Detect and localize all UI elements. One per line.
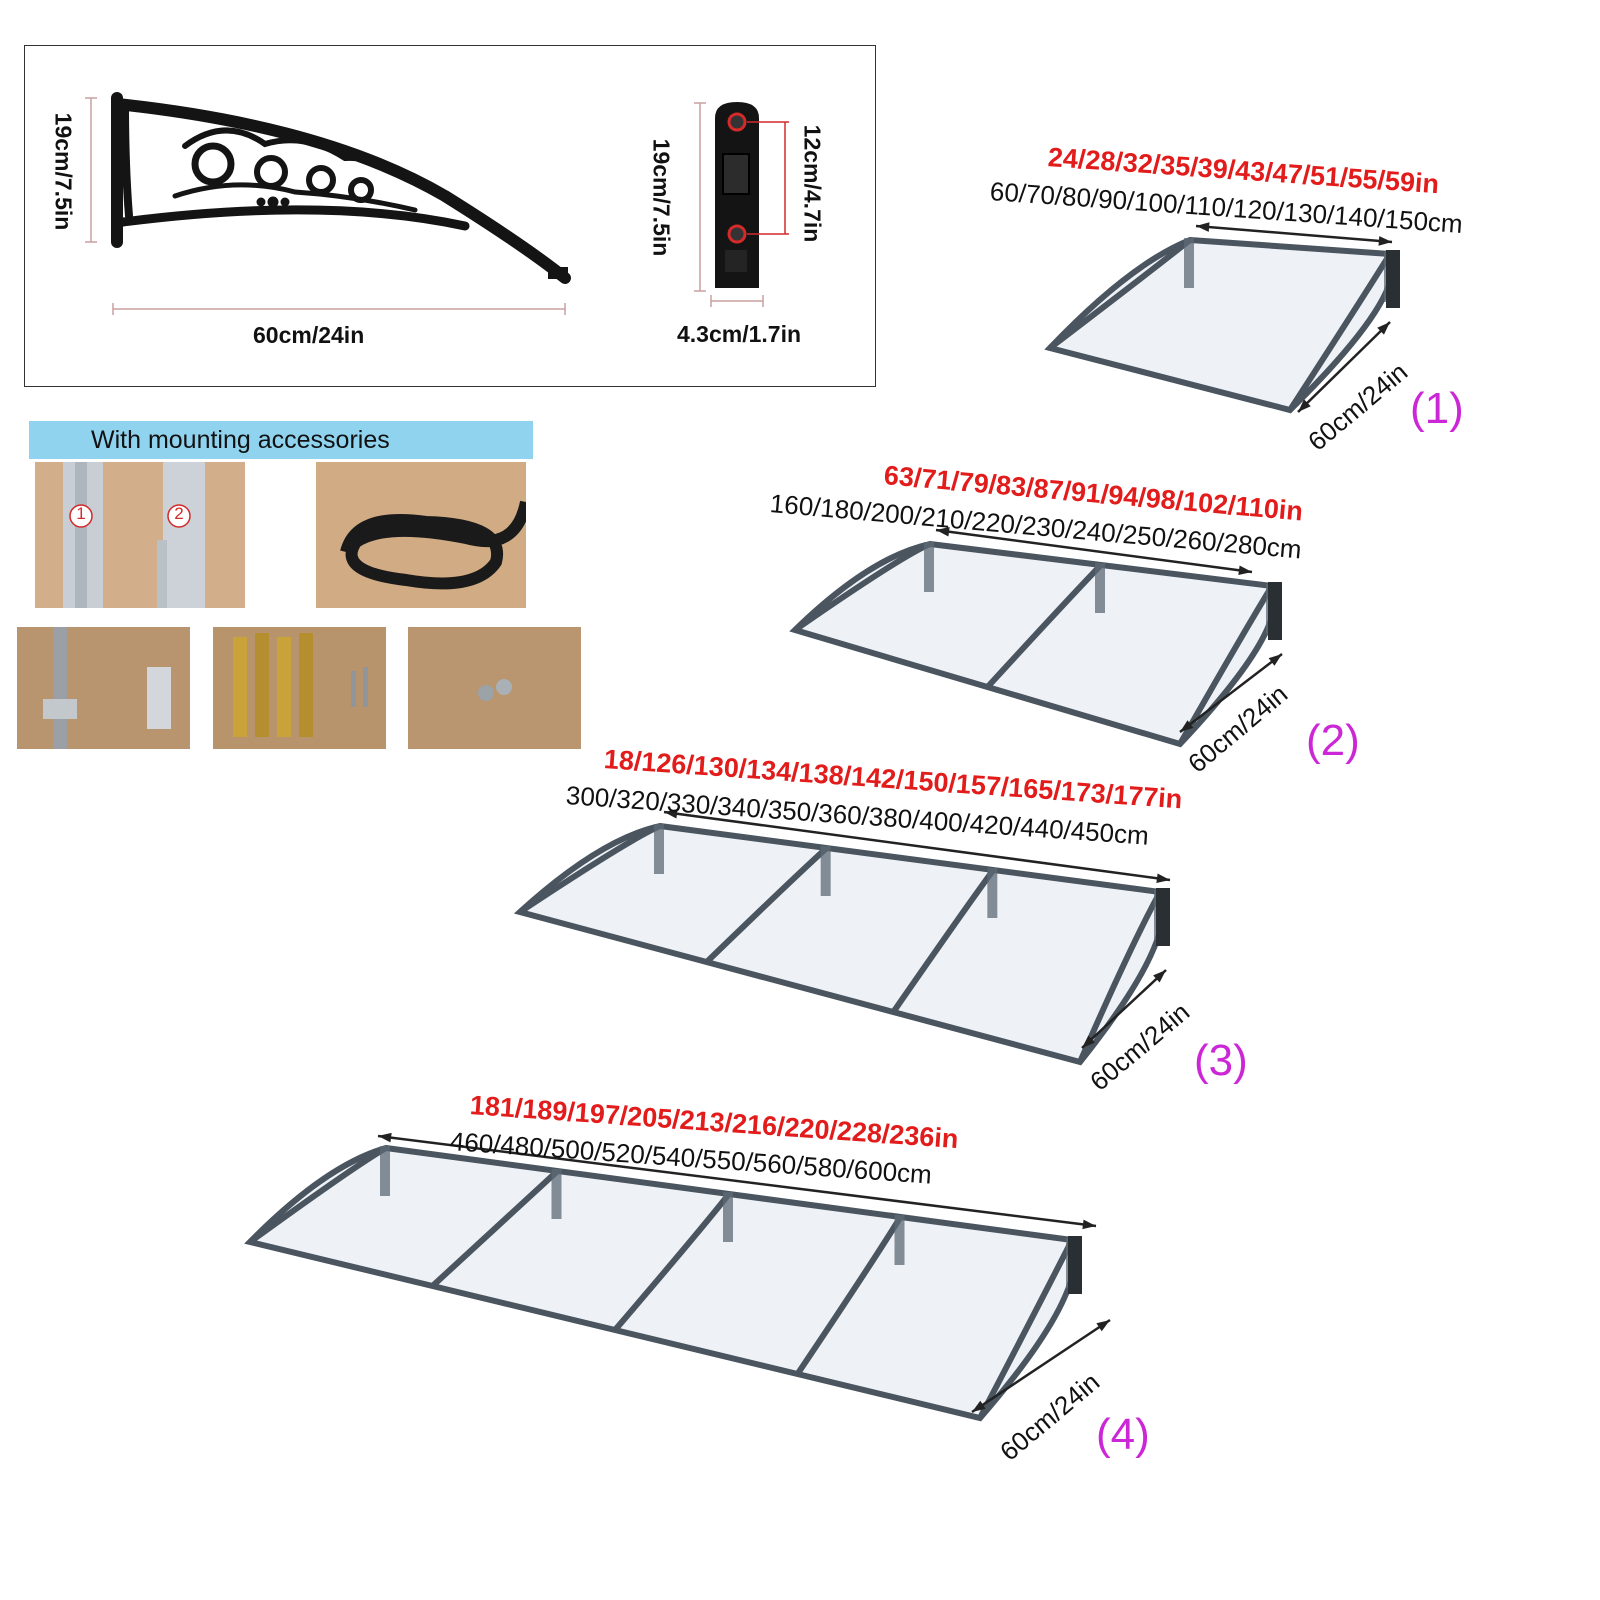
canopy-4-width-arrow-head bbox=[378, 1132, 392, 1143]
canopy-3-rafter bbox=[518, 823, 662, 915]
canopy-3-panel bbox=[513, 822, 1167, 1066]
canopy-2-rafter bbox=[985, 562, 1104, 690]
bracket-side-height-label: 19cm/7.5in bbox=[50, 112, 77, 231]
canopy-1-panel bbox=[1044, 236, 1396, 414]
bracket-length-label: 60cm/24in bbox=[253, 322, 365, 348]
canopy-4-depth-arrow-head bbox=[972, 1400, 986, 1412]
canopy-1-index: (1) bbox=[1410, 384, 1464, 433]
canopy-4-rafter bbox=[612, 1192, 732, 1332]
canopy-4-bracket bbox=[380, 1146, 390, 1196]
canopy-4-bracket bbox=[1066, 1238, 1076, 1288]
canopy-4-rafter bbox=[248, 1145, 388, 1245]
canopy-2-depth-arrow-head bbox=[1268, 654, 1282, 666]
canopy-4-panel bbox=[244, 1144, 1078, 1422]
canopy-4-index: (4) bbox=[1096, 1410, 1150, 1459]
canopy-3-width-arrow-head bbox=[1156, 873, 1170, 884]
canopy-2-depth-arrow-head bbox=[1180, 720, 1194, 732]
scroll-bracket-icon bbox=[111, 92, 571, 284]
canopy-2-bracket bbox=[924, 542, 934, 592]
canopy-4-bracket bbox=[551, 1169, 562, 1219]
canopy-3-bracket bbox=[1154, 890, 1164, 940]
canopy-3-depth: 60cm/24in bbox=[1084, 996, 1196, 1097]
canopy-4-depth-arrow-head bbox=[1096, 1320, 1110, 1332]
canopy-1-depth: 60cm/24in bbox=[1302, 356, 1414, 457]
canopy-1-depth-arrow-head bbox=[1298, 399, 1311, 412]
canopy-1-depth-arrow-head bbox=[1377, 322, 1390, 335]
canopy-3-depth-arrow-head bbox=[1082, 1035, 1095, 1048]
canopy-4-rafter bbox=[430, 1168, 560, 1289]
rod-nut-photo bbox=[17, 627, 190, 749]
plate-height-label: 19cm/7.5in bbox=[648, 138, 675, 257]
canopy-3-rafter bbox=[890, 868, 996, 1014]
rail-2-number: 2 bbox=[174, 504, 184, 523]
canopy-1-wall-bracket bbox=[1386, 250, 1400, 308]
canopy-3-bracket bbox=[654, 824, 664, 874]
screws-photo bbox=[408, 627, 581, 749]
anchor-bolts-photo bbox=[213, 627, 386, 749]
canopy-3-index: (3) bbox=[1194, 1036, 1248, 1085]
canopy-2-rafter bbox=[793, 541, 932, 633]
canopy-3-rafter bbox=[704, 845, 829, 965]
canopy-2-bracket bbox=[1095, 563, 1105, 613]
canopy-4-rafter bbox=[795, 1215, 904, 1376]
canopy-4-wall-bracket bbox=[1068, 1236, 1082, 1294]
canopy-1-bracket bbox=[1184, 238, 1194, 288]
canopy-2-panel bbox=[789, 540, 1278, 748]
canopy-4-bracket bbox=[894, 1215, 905, 1265]
canopy-2-index: (2) bbox=[1306, 716, 1360, 765]
canopy-1-bracket bbox=[1384, 252, 1394, 302]
canopy-3-bracket bbox=[820, 846, 831, 896]
canopy-2-bracket bbox=[1266, 584, 1276, 634]
rails-photo: 1 2 bbox=[35, 462, 245, 608]
canopy-2-width-arrow-head bbox=[1238, 565, 1252, 576]
plate-width-label: 4.3cm/1.7in bbox=[677, 321, 802, 347]
bracket-dimension-panel: 19cm/7.5in 60cm/24in 19cm/7.5in 12cm/4.7… bbox=[24, 45, 876, 387]
canopy-1-rafter bbox=[1048, 237, 1192, 351]
canopy-2-wall-bracket bbox=[1268, 582, 1282, 640]
canopy-3-wall-bracket bbox=[1156, 888, 1170, 946]
rail-1-number: 1 bbox=[76, 504, 86, 523]
hole-spacing-label: 12cm/4.7in bbox=[799, 124, 826, 243]
mounting-plate-icon bbox=[715, 102, 759, 288]
canopy-4-depth: 60cm/24in bbox=[994, 1366, 1106, 1467]
canopy-2-depth: 60cm/24in bbox=[1182, 678, 1294, 779]
bracket-drawing bbox=[85, 92, 789, 315]
canopy-4-width-arrow-head bbox=[1082, 1219, 1096, 1230]
canopy-4-bracket bbox=[723, 1192, 733, 1242]
canopy-3-bracket bbox=[987, 868, 998, 918]
accessories-header: With mounting accessories bbox=[29, 421, 533, 459]
canopy-1-width-arrow-head bbox=[1378, 236, 1392, 246]
canopy-1-width-arrow-head bbox=[1196, 222, 1210, 232]
canopy-3-depth-arrow-head bbox=[1153, 970, 1166, 983]
rubber-seal-photo bbox=[316, 462, 526, 608]
